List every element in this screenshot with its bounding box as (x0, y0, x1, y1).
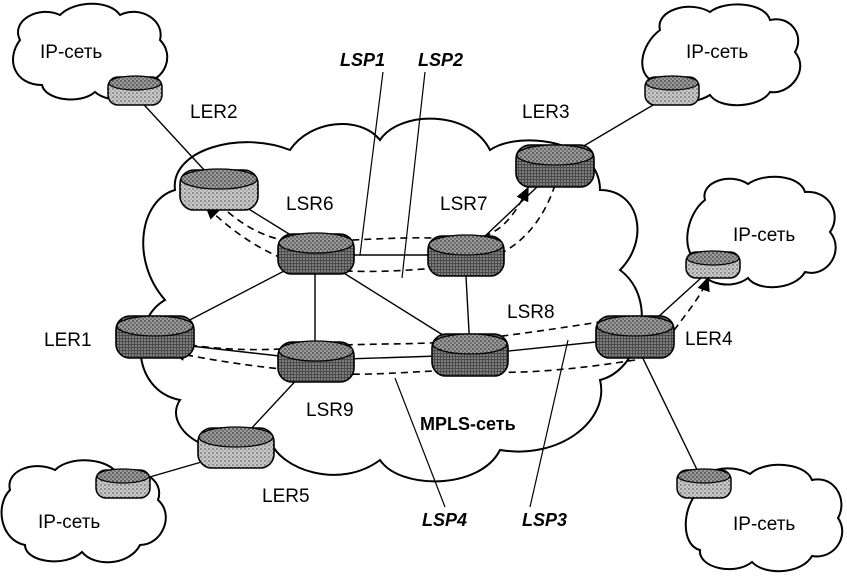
router-label-lsr8: LSR8 (507, 302, 555, 323)
router-label-ler2: LER2 (190, 102, 238, 123)
router-label-lsr9: LSR9 (306, 400, 354, 421)
ip-network-label: IP-сеть (40, 42, 102, 63)
ip-network-label: IP-сеть (733, 225, 795, 246)
ip-network-cloud-top-left (12, 2, 169, 101)
router-label-ler1: LER1 (44, 330, 92, 351)
router-lsr6[interactable] (277, 232, 355, 275)
ip-network-label: IP-сеть (38, 512, 100, 533)
lsp-path-upper (204, 184, 556, 273)
router-label-ler3: LER3 (522, 102, 570, 123)
router-label-ler4: LER4 (685, 329, 733, 350)
lsp-label-lsp1: LSP1 (340, 50, 385, 70)
router-label-lsr7: LSR7 (440, 194, 488, 215)
router-ip-top-left[interactable] (107, 75, 163, 106)
lsp-label-lsp2: LSP2 (418, 50, 463, 70)
router-ler1[interactable] (115, 315, 195, 359)
router-ler2[interactable] (179, 168, 259, 211)
lsp-path-upper-return (227, 186, 529, 244)
lsp-path-to-ip (659, 276, 710, 351)
router-ip-bottom-left[interactable] (95, 468, 151, 499)
lsp-paths (170, 184, 710, 376)
router-lsr8[interactable] (431, 333, 509, 377)
lsp-label-lsp3: LSP3 (522, 510, 567, 530)
router-ip-right[interactable] (685, 250, 741, 279)
ip-network-label: IP-сеть (686, 42, 748, 63)
router-ler4[interactable] (595, 315, 675, 359)
mpls-network-cloud (139, 117, 643, 483)
router-lsr7[interactable] (427, 234, 505, 277)
mpls-network-label: MPLS-сеть (420, 414, 516, 434)
lsp-path-lower (170, 348, 636, 376)
lsp-path-lower-return (189, 317, 626, 351)
router-label-lsr6: LSR6 (286, 194, 334, 215)
lsp-label-lsp4: LSP4 (422, 510, 467, 530)
lsp-leaders (359, 71, 569, 508)
router-label-ler5: LER5 (262, 486, 310, 507)
router-lsr9[interactable] (277, 340, 355, 383)
router-ip-bottom-right[interactable] (676, 468, 732, 499)
router-ip-top-right[interactable] (644, 75, 700, 106)
ip-network-label: IP-сеть (733, 514, 795, 535)
router-ler5[interactable] (197, 426, 275, 469)
router-ler3[interactable] (515, 144, 595, 188)
